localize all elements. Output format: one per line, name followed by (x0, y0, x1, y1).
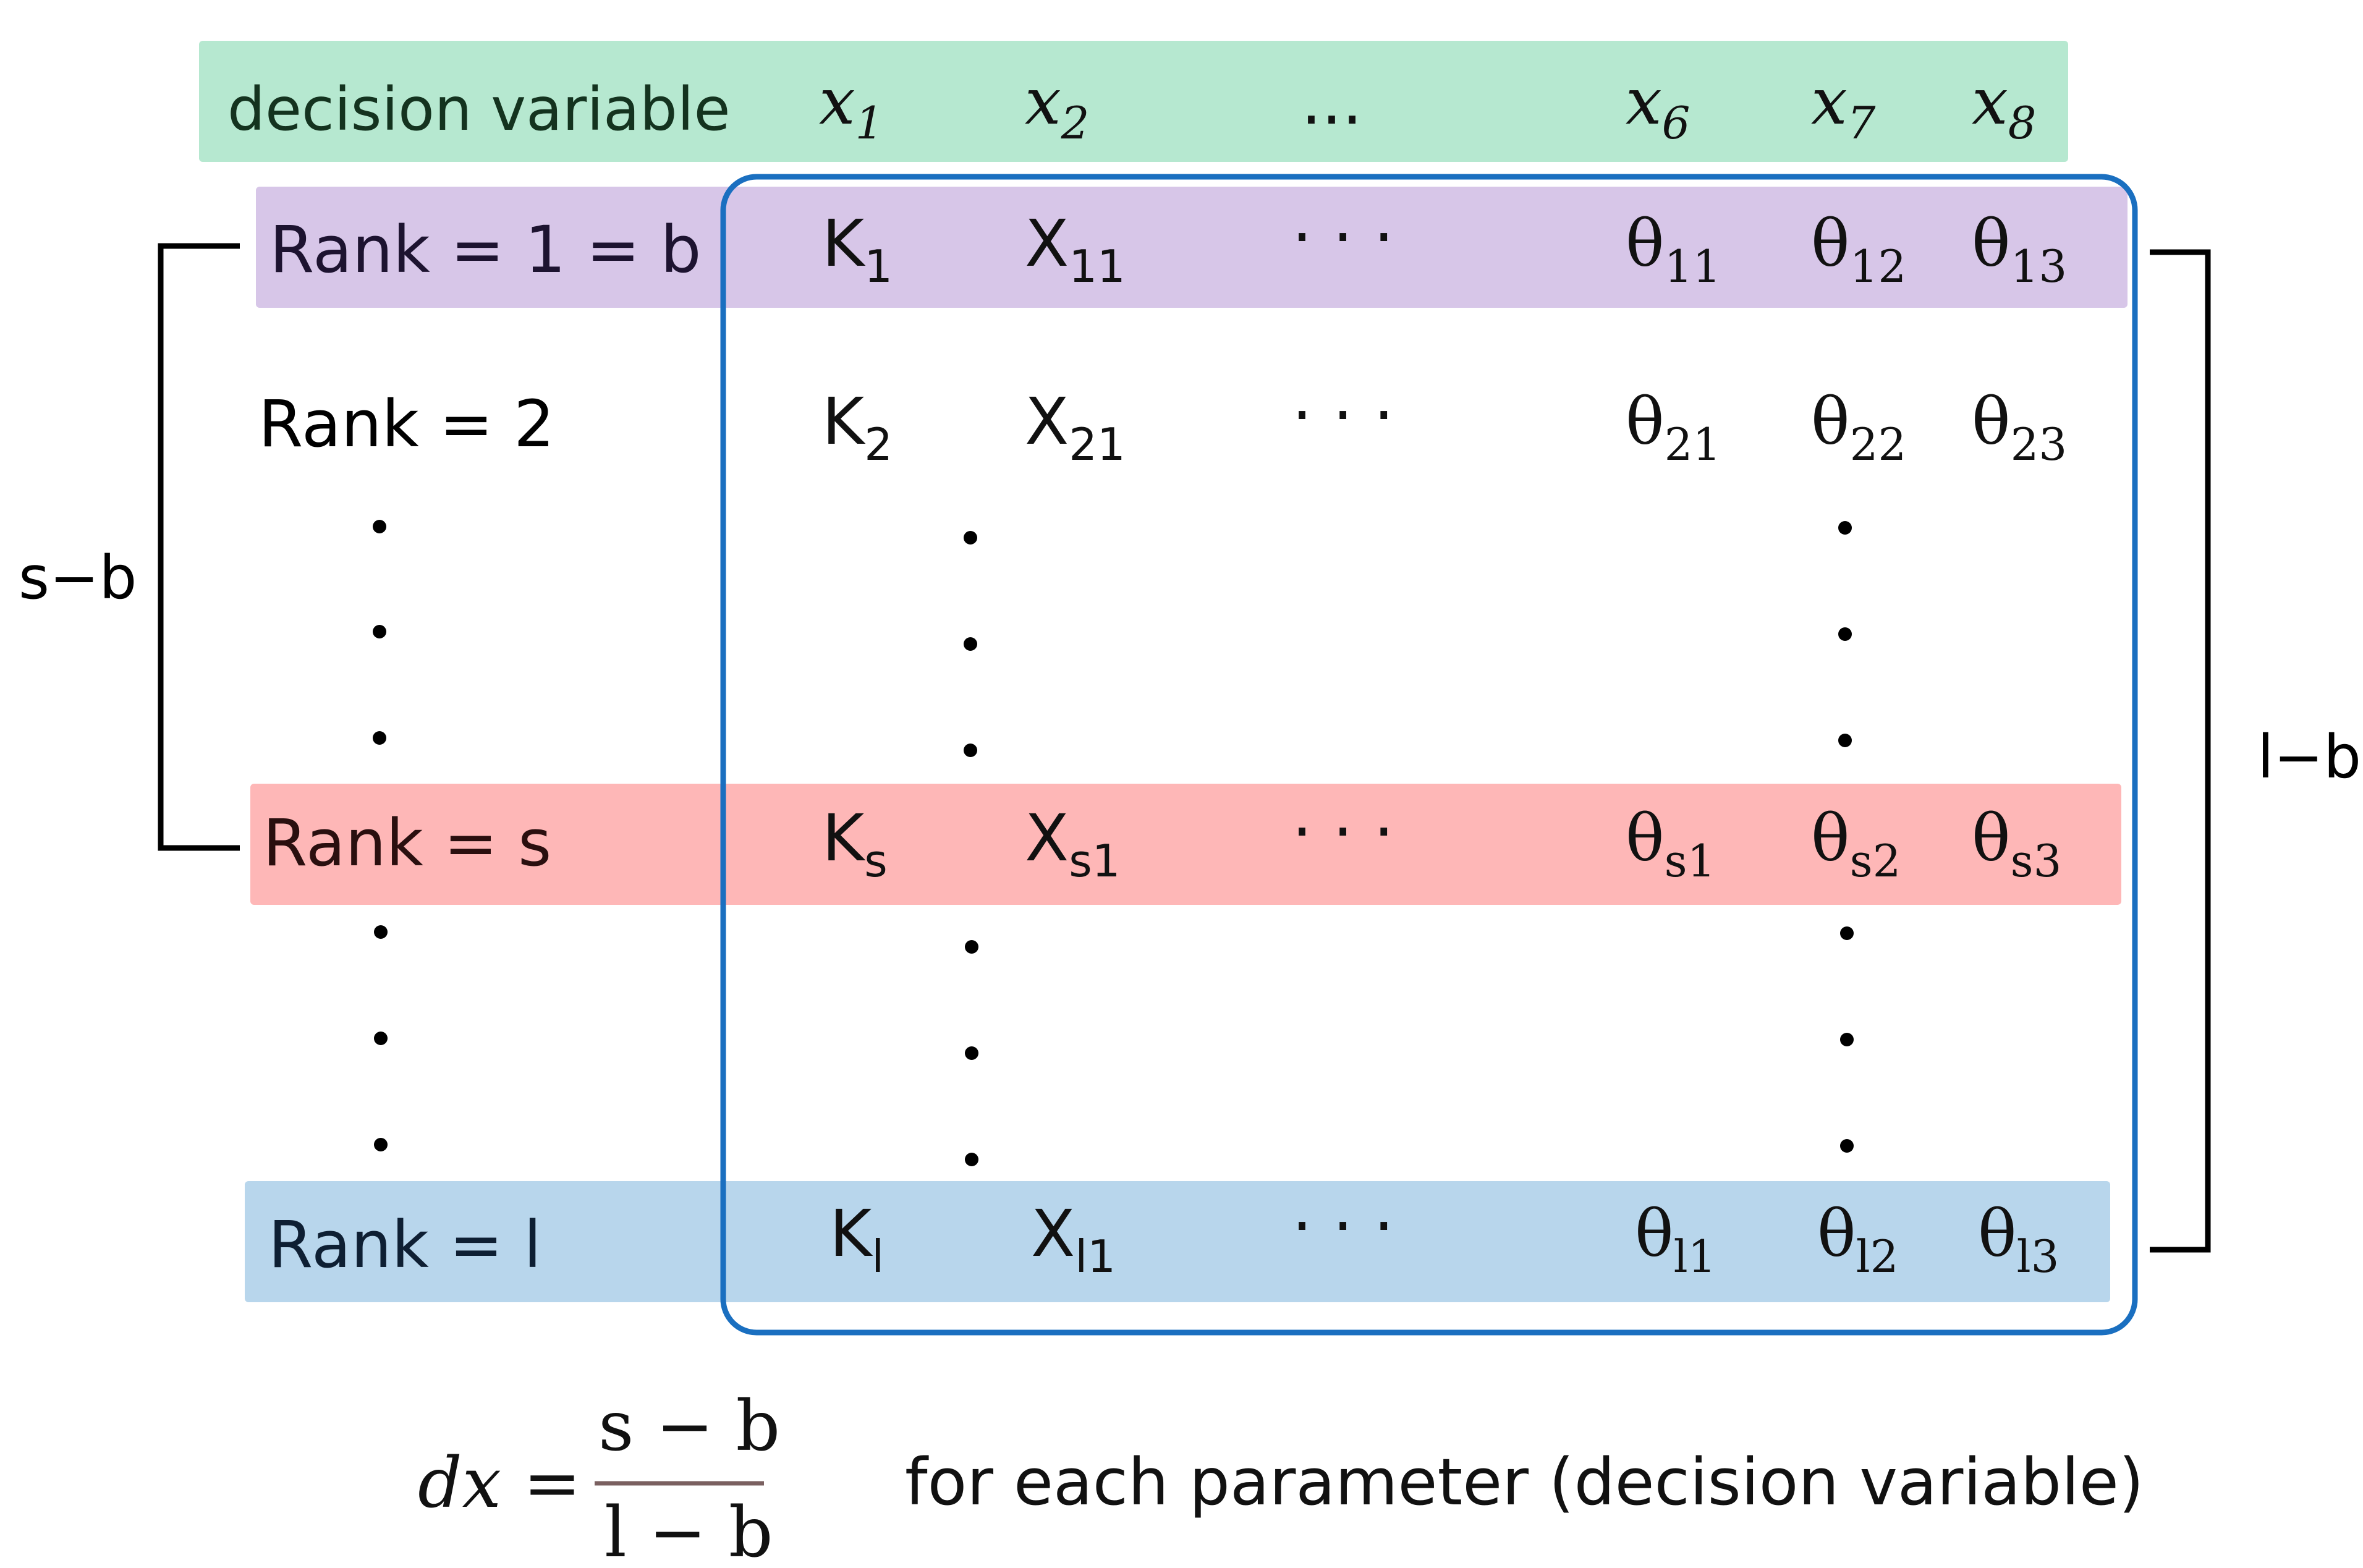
header-label: decision variable (227, 75, 731, 144)
header-var-ellipsis: ... (1301, 64, 1362, 139)
svg-text:x7: x7 (1811, 64, 1876, 149)
right-bracket-label: l−b (2257, 723, 2361, 792)
row-label-rank-2: Rank = 2 (258, 386, 554, 462)
selection-frame (720, 174, 2138, 1336)
right-bracket (2150, 249, 2211, 1253)
header-var-7: x7 (1811, 64, 1876, 149)
formula-lhs: dx = (418, 1443, 581, 1524)
svg-text:x8: x8 (1972, 64, 2036, 149)
row-1-x: X11 (1025, 206, 1126, 292)
row-l-theta-2: θl2 (1817, 1196, 1898, 1282)
row-1-theta-2: θ12 (1811, 206, 1906, 292)
row-s-theta-1: θs1 (1626, 800, 1715, 887)
formula-numerator: s − b (598, 1386, 780, 1467)
row-2-theta-2: θ22 (1811, 384, 1906, 470)
row-s-k: Ks (822, 800, 888, 887)
row-1-ellipsis: · · · (1292, 200, 1394, 275)
svg-text:x2: x2 (1025, 64, 1089, 149)
vertical-dots (373, 520, 1854, 1166)
svg-text:x6: x6 (1626, 64, 1690, 149)
formula-caption: for each parameter (decision variable) (905, 1444, 2144, 1520)
left-bracket-label: s−b (19, 543, 137, 612)
row-2-x: X21 (1025, 384, 1126, 470)
left-bracket (158, 243, 240, 851)
row-s-theta-2: θs2 (1811, 800, 1901, 887)
row-label-rank-1: Rank = 1 = b (269, 212, 702, 287)
row-2-ellipsis: · · · (1292, 378, 1394, 453)
svg-text:...: ... (1301, 64, 1362, 139)
svg-text:x1: x1 (819, 64, 883, 149)
header-band (199, 41, 2068, 162)
row-l-theta-3: θl3 (1978, 1196, 2059, 1282)
row-1-theta-3: θ13 (1972, 206, 2067, 292)
row-1-theta-1: θ11 (1626, 206, 1721, 292)
row-2-theta-3: θ23 (1972, 384, 2067, 470)
row-l-x: Xl1 (1031, 1196, 1116, 1282)
row-label-rank-l: Rank = l (268, 1207, 541, 1282)
formula-denominator: l − b (605, 1493, 773, 1568)
row-2-theta-1: θ21 (1626, 384, 1721, 470)
row-s-ellipsis: · · · (1292, 794, 1394, 870)
header-var-6: x6 (1626, 64, 1690, 149)
header-var-2: x2 (1025, 64, 1089, 149)
header-var-1: x1 (819, 64, 883, 149)
row-band-rank-l (245, 1181, 2110, 1302)
row-s-theta-3: θs3 (1972, 800, 2061, 887)
row-1-k: K1 (822, 206, 893, 292)
row-2-k: K2 (822, 384, 893, 470)
row-band-rank-s (250, 784, 2121, 905)
row-s-x: Xs1 (1025, 800, 1121, 887)
row-l-theta-1: θl1 (1635, 1196, 1716, 1282)
row-l-ellipsis: · · · (1292, 1189, 1394, 1264)
header-var-8: x8 (1972, 64, 2036, 149)
row-l-k: Kl (829, 1196, 884, 1282)
row-label-rank-s: Rank = s (263, 805, 551, 881)
